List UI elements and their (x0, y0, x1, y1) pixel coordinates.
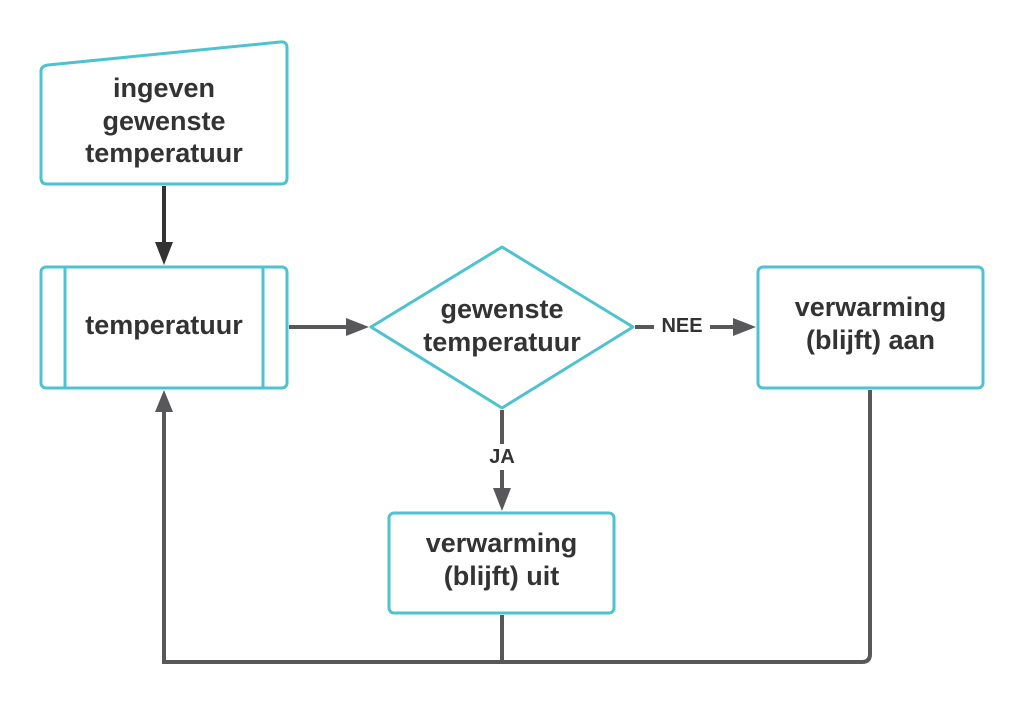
heating-off-shape (387, 511, 616, 615)
arrowhead-decision-to-off (493, 488, 511, 511)
no-edge-label: NEE (654, 313, 710, 339)
arrowhead-loop-to-process (155, 390, 173, 412)
input-label: ingeven gewenste temperatuur (85, 72, 243, 169)
process-label: temperatuur (85, 309, 243, 340)
arrowhead-process-to-decision (346, 318, 369, 336)
arrowhead-decision-to-on (733, 318, 756, 336)
heating-on-label: verwarming (blijft) aan (794, 292, 947, 355)
yes-edge-label: JA (484, 444, 520, 470)
heating-on-shape (756, 265, 985, 390)
arrowhead-input-to-process (155, 242, 173, 265)
decision-label: gewenste temperatuur (423, 294, 581, 357)
decision-shape (369, 245, 635, 410)
process-shape (39, 265, 289, 390)
connector-on-loop-back (162, 390, 872, 664)
heating-off-label: verwarming (blijft) uit (425, 528, 578, 591)
input-shape (39, 40, 289, 186)
